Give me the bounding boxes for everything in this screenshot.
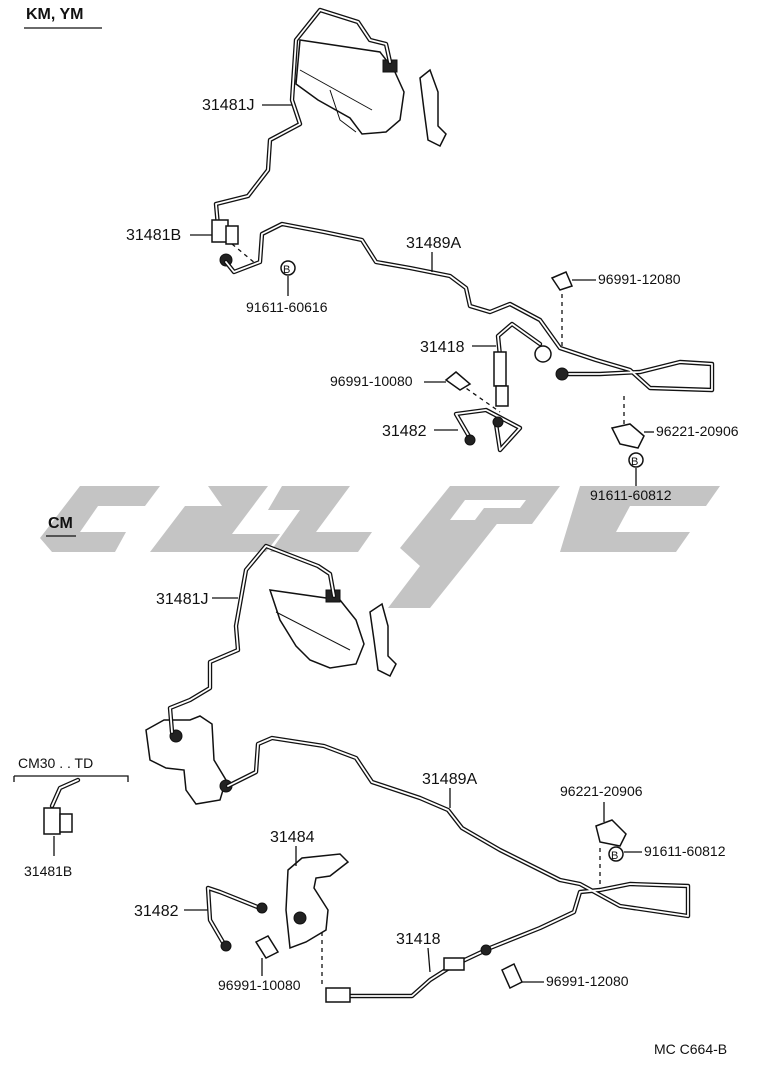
pipe-31489A-top <box>223 221 715 393</box>
bracket-96221-20906-top <box>610 396 645 449</box>
label-96991-12080-cm: 96991-12080 <box>546 973 629 989</box>
label-31489A-cm: 31489A <box>422 771 477 788</box>
label-96991-10080-top: 96991-10080 <box>330 373 413 389</box>
label-96221-20906-top: 96221-20906 <box>656 423 739 439</box>
label-91611-60812-top: 91611-60812 <box>590 487 672 503</box>
hose-31418-cm <box>321 924 492 1003</box>
label-31481B-top: 31481B <box>126 227 181 244</box>
footer-code: MC C664-B <box>654 1041 727 1057</box>
clip-96991-12080-top <box>550 271 574 346</box>
label-31481B-cm: 31481B <box>24 863 72 879</box>
clutch-master-cylinder-cm <box>268 589 397 678</box>
clip-96991-10080-cm <box>254 935 280 959</box>
svg-text:B: B <box>611 850 618 862</box>
bracket-31484 <box>285 853 350 950</box>
pipe-31482-top <box>453 383 523 453</box>
svg-text:B: B <box>631 456 638 468</box>
pipe-31489A-cm <box>225 735 691 951</box>
inset-title: CM30 . . TD <box>18 755 93 771</box>
label-31489A-top: 31489A <box>406 235 461 252</box>
label-31482-cm: 31482 <box>134 903 179 920</box>
label-96991-12080-top: 96991-12080 <box>598 271 681 287</box>
label-31482-top: 31482 <box>382 423 427 440</box>
pipe-31481J-top <box>213 7 393 229</box>
bolt-marker-91611-60812-top: B <box>628 452 644 486</box>
clip-96991-12080-cm <box>501 962 523 990</box>
label-31418-cm: 31418 <box>396 931 441 948</box>
hose-31418-top <box>493 321 569 407</box>
pipe-31482-cm <box>205 885 268 952</box>
label-91611-60616: 91611-60616 <box>246 299 328 315</box>
label-96991-10080-cm: 96991-10080 <box>218 977 301 993</box>
label-31481J-top: 31481J <box>202 97 255 114</box>
bracket-96221-20906-cm <box>595 819 627 847</box>
label-31481J-cm: 31481J <box>156 591 209 608</box>
section-title-km-ym: KM, YM <box>26 6 83 23</box>
svg-text:B: B <box>283 264 290 276</box>
fitting-31481B-top <box>211 219 257 267</box>
label-96221-20906-cm: 96221-20906 <box>560 783 643 799</box>
label-91611-60812-cm: 91611-60812 <box>644 843 726 859</box>
section-title-cm: CM <box>48 515 73 532</box>
watermark-logo <box>40 486 720 608</box>
clutch-master-cylinder-top <box>295 39 447 148</box>
clutch-housing-cm <box>145 715 233 805</box>
label-31418-top: 31418 <box>420 339 465 356</box>
bolt-marker-91611-60812-cm: B <box>608 846 624 862</box>
label-31484: 31484 <box>270 829 315 846</box>
bolt-marker-91611-60616: B <box>280 260 296 296</box>
inset-cm30-td: CM30 . . TD <box>13 755 129 856</box>
clip-96991-10080-top <box>444 371 472 391</box>
pipe-31481J-cm <box>167 543 337 735</box>
